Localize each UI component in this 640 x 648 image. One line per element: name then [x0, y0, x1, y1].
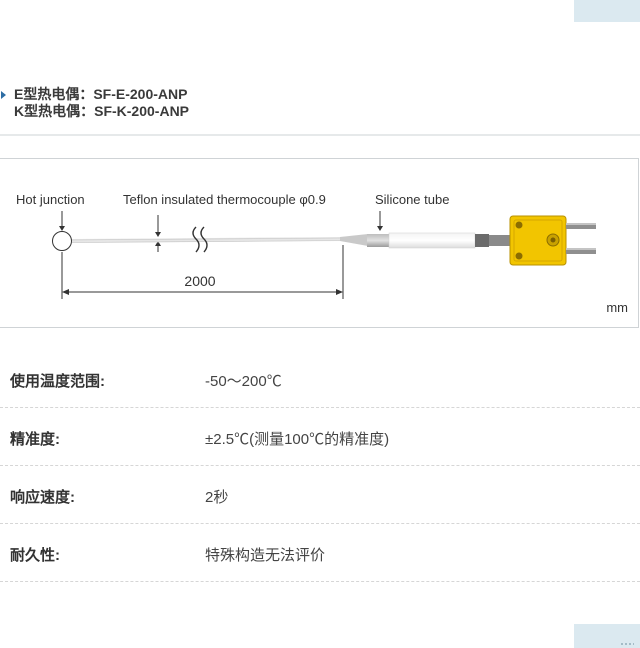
silicone-tube-label: Silicone tube — [375, 192, 449, 207]
model-k-type: K型热电偶：SF-K-200-ANP — [14, 103, 190, 119]
spec-label: 精准度: — [10, 431, 60, 448]
thermocouple-connector-icon — [509, 215, 596, 266]
spec-table: 使用温度范围: -50～200℃ 精准度: ±2.5℃(测量100℃的精准度) … — [0, 350, 640, 582]
spec-row-durability: 耐久性: 特殊构造无法评价 — [0, 524, 640, 582]
section-divider — [0, 134, 640, 136]
bottom-corner-tab — [574, 624, 640, 648]
hot-junction-icon — [52, 231, 72, 251]
spec-label: 耐久性: — [10, 547, 60, 564]
spec-value: -50～200℃ — [205, 373, 282, 390]
thermocouple-diagram: Hot junction Teflon insulated thermocoup… — [0, 158, 639, 328]
spec-value: ±2.5℃(测量100℃的精准度) — [205, 431, 390, 448]
model-e-type: E型热电偶：SF-E-200-ANP — [14, 86, 188, 102]
hot-junction-arrow — [59, 211, 65, 231]
spec-row-response-speed: 响应速度: 2秒 — [0, 466, 640, 524]
spec-row-temperature-range: 使用温度范围: -50～200℃ — [0, 350, 640, 408]
silicone-tube-grey — [367, 234, 389, 247]
teflon-wire — [71, 237, 346, 243]
silicone-tube-arrow — [377, 211, 383, 231]
spec-value: 2秒 — [205, 489, 229, 506]
sleeve-dark — [475, 234, 489, 247]
silicone-tube-white — [388, 232, 476, 249]
bullet-arrow-icon — [1, 91, 6, 99]
spec-label: 使用温度范围: — [10, 373, 105, 390]
length-value-label: 2000 — [184, 273, 215, 289]
hot-junction-label: Hot junction — [16, 192, 85, 207]
spec-value: 特殊构造无法评价 — [205, 547, 326, 564]
wire-label: Teflon insulated thermocouple φ0.9 — [123, 192, 326, 207]
unit-label: mm — [606, 300, 628, 315]
break-mark-icon — [192, 226, 208, 253]
length-dimension — [61, 245, 344, 299]
dots-icon — [620, 642, 634, 646]
wire-diameter-arrows — [155, 215, 161, 252]
wire-taper — [340, 234, 368, 246]
model-list: E型热电偶：SF-E-200-ANP K型热电偶：SF-K-200-ANP — [1, 86, 190, 120]
diagram-svg: Hot junction Teflon insulated thermocoup… — [16, 192, 628, 315]
spec-row-accuracy: 精准度: ±2.5℃(测量100℃的精准度) — [0, 408, 640, 466]
spec-label: 响应速度: — [10, 489, 75, 506]
top-corner-tab — [574, 0, 640, 22]
